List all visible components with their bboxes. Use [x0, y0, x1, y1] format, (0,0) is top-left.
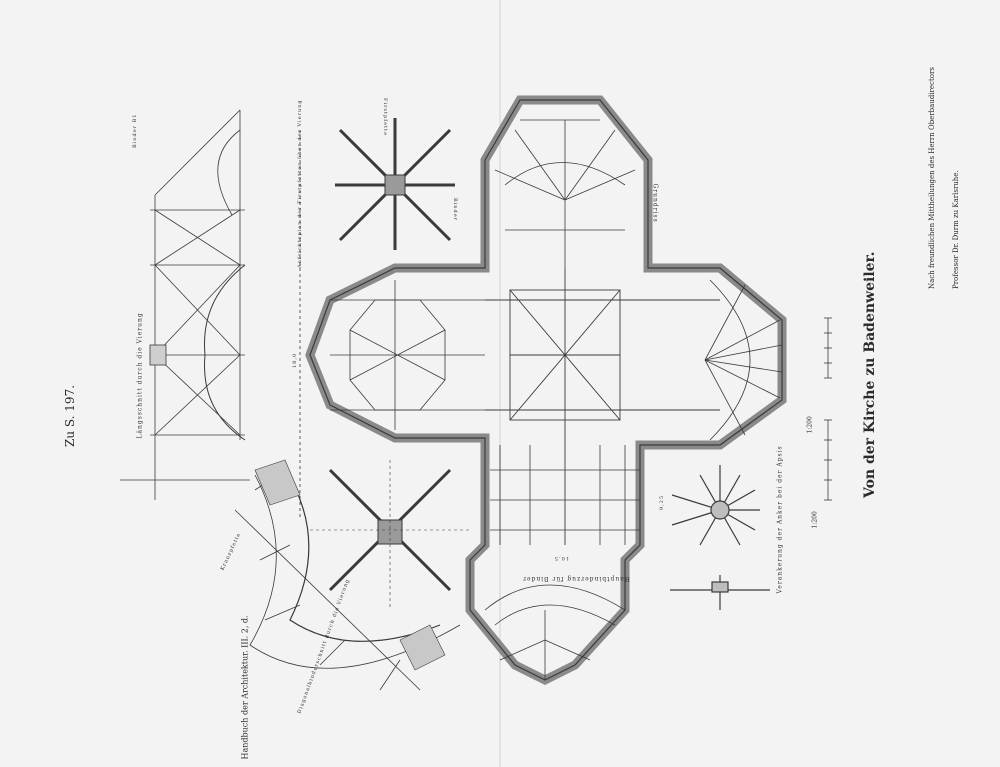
north-apse-rafters	[494, 119, 636, 268]
crossing-plan-star	[335, 118, 455, 250]
scale-bar-bottom	[824, 419, 832, 501]
footer-publication: Handbuch der Architektur. III. 2, d.	[240, 615, 250, 760]
label-binder: Binder	[452, 198, 458, 222]
scale-label-bottom: 1:200	[811, 511, 819, 529]
west-arm-rafters	[330, 280, 485, 430]
south-apse-rafters	[484, 584, 626, 680]
east-apse-rafters	[704, 279, 783, 441]
label-grundriss: Grundriss	[651, 183, 659, 223]
label-longitudinal-section: Längsschnitt durch die Vierung	[136, 312, 144, 439]
plate-reference: Zu S. 197.	[63, 384, 77, 447]
diagonal-binder	[234, 459, 461, 691]
nave-members	[490, 445, 640, 545]
crossing-frame	[485, 268, 720, 545]
dimension-b: 9,25	[659, 494, 665, 510]
label-binder-b1: Binder B1	[132, 113, 138, 149]
label-crossing-plan: Aufsichtsplan der Firstpfetten über der …	[297, 99, 303, 268]
dimension-a: 18,0	[292, 352, 298, 368]
label-main-girder: Hauptbinderzug für Binder	[522, 575, 630, 582]
credit-line-2: Professor Dr. Durm zu Karlsruhe.	[952, 170, 960, 289]
credit-line-1: Nach freundlichen Mittheilungen des Herr…	[928, 67, 936, 289]
label-firstpfette: Firstpfette	[382, 98, 388, 137]
x-plan	[310, 460, 470, 610]
plan-wall-outline	[305, 95, 787, 686]
plate-title: Von der Kirche zu Badenweiler.	[862, 251, 878, 498]
apse-tie-star	[670, 465, 770, 610]
scale-bar-top	[824, 317, 832, 379]
longitudinal-section	[120, 109, 301, 520]
label-apse-tie: Verankerung der Anker bei der Apsis	[776, 445, 784, 594]
dimension-c: 10,5	[553, 555, 569, 561]
scale-label-top: 1:200	[806, 416, 814, 434]
church-plan	[305, 95, 787, 686]
